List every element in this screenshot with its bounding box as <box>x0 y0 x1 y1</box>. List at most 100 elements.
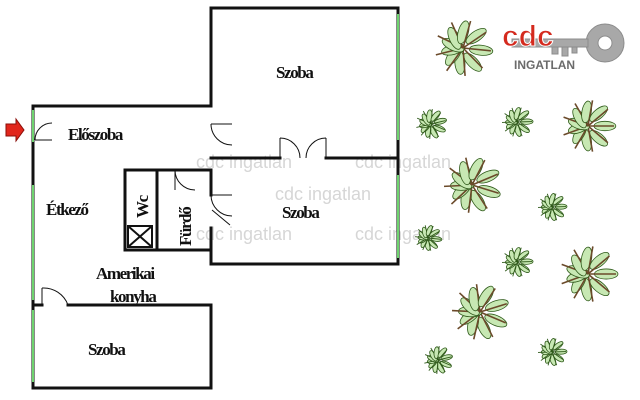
tree-branch <box>427 237 432 251</box>
room-label-furdo: Fürdő <box>176 206 195 246</box>
tree-branch <box>551 343 564 353</box>
tree-leaf <box>425 225 433 237</box>
tree-branch <box>471 184 499 195</box>
watermark-group: cdc ingatlan cdc ingatlan cdc ingatlan c… <box>196 152 451 244</box>
tree-icon <box>561 246 619 302</box>
tree-branch <box>551 193 557 208</box>
tree-leaf <box>477 285 494 308</box>
tree-branch <box>430 123 445 131</box>
tree-branch <box>516 252 530 263</box>
logo-subtitle: INGATLAN <box>514 58 575 72</box>
tree-branch <box>427 237 441 240</box>
tree-leaf <box>430 110 441 122</box>
tree-branch <box>471 159 486 186</box>
tree-branch <box>437 356 452 361</box>
watermark-text: cdc ingatlan <box>196 224 292 244</box>
tree-icon <box>415 225 443 251</box>
tree-branch <box>551 206 564 216</box>
tree-branch <box>462 47 466 76</box>
key-icon <box>511 23 625 63</box>
tree-branch <box>516 121 523 137</box>
trees <box>415 20 619 374</box>
tree-icon <box>435 20 494 76</box>
doors <box>34 122 327 306</box>
tree-leaf <box>552 341 564 351</box>
tree-branch <box>587 125 594 152</box>
tree-branch <box>551 351 558 366</box>
walls <box>31 6 400 390</box>
tree-leaf <box>465 27 487 45</box>
room-label-eloszoba: Előszoba <box>68 125 124 144</box>
tree-icon <box>501 247 534 277</box>
tree-branch <box>587 125 609 144</box>
tree-icon <box>451 284 509 340</box>
tree-branch <box>430 112 442 125</box>
room-label-amerikai: Amerikai <box>96 264 155 283</box>
tree-branch <box>465 157 473 186</box>
room-label-szoba-middle: Szoba <box>282 203 320 222</box>
tree-branch <box>467 184 473 213</box>
room-label-etkezo: Étkező <box>46 200 90 219</box>
entrance-arrow-icon <box>5 117 25 143</box>
tree-leaf <box>468 158 484 181</box>
tree-branch <box>437 359 452 366</box>
tree-branch <box>516 247 522 263</box>
room-label-szoba-top: Szoba <box>276 63 314 82</box>
tree-branch <box>472 311 481 340</box>
tree-icon <box>563 100 617 152</box>
tree-branch <box>516 112 530 123</box>
tree-branch <box>479 311 507 324</box>
tree-branch <box>437 349 448 361</box>
tree-branch <box>427 225 434 239</box>
tree-branch <box>551 338 557 353</box>
tree-branch <box>471 184 488 209</box>
tree-branch <box>587 273 594 302</box>
tree-branch <box>587 100 594 127</box>
tree-leaf <box>518 263 530 273</box>
tree-branch <box>551 351 564 361</box>
watermark-text: cdc ingatlan <box>275 184 371 204</box>
room-label-szoba-bottom: Szoba <box>88 340 126 359</box>
tree-leaf <box>517 110 530 121</box>
tree-branch <box>516 107 522 123</box>
tree-icon <box>443 157 501 213</box>
tree-leaf <box>589 251 610 270</box>
watermark-text: cdc ingatlan <box>355 152 451 172</box>
tree-branch <box>462 31 487 49</box>
tree-branch <box>516 261 523 277</box>
tree-branch <box>479 303 507 313</box>
tree-branch <box>516 121 530 131</box>
tree-leaf <box>552 196 564 206</box>
logo-brand: cdc <box>502 20 554 53</box>
tree-branch <box>462 47 484 69</box>
tree-leaf <box>553 208 564 218</box>
tree-branch <box>479 311 494 338</box>
tree-icon <box>416 109 447 139</box>
tree-leaf <box>437 347 447 358</box>
tree-icon <box>537 193 568 221</box>
tree-branch <box>437 359 446 373</box>
toilet-fixture <box>127 225 153 248</box>
tree-leaf <box>589 278 610 297</box>
tree-branch <box>516 261 530 271</box>
tree-leaf <box>518 123 530 133</box>
tree-branch <box>587 273 610 293</box>
tree-branch <box>475 284 481 313</box>
tree-branch <box>587 255 610 275</box>
tree-icon <box>424 346 453 374</box>
tree-leaf <box>553 353 564 363</box>
tree-branch <box>551 198 564 208</box>
tree-leaf <box>463 52 483 72</box>
tree-branch <box>430 120 446 125</box>
tree-icon <box>501 107 534 137</box>
room-label-wc: Wc <box>133 194 152 218</box>
windows <box>32 14 399 382</box>
tree-branch <box>551 206 558 221</box>
tree-branch <box>427 237 439 247</box>
tree-branch <box>587 246 594 275</box>
tree-leaf <box>429 229 440 237</box>
tree-branch <box>427 231 440 239</box>
tree-branch <box>479 288 496 313</box>
tree-leaf <box>589 129 608 147</box>
